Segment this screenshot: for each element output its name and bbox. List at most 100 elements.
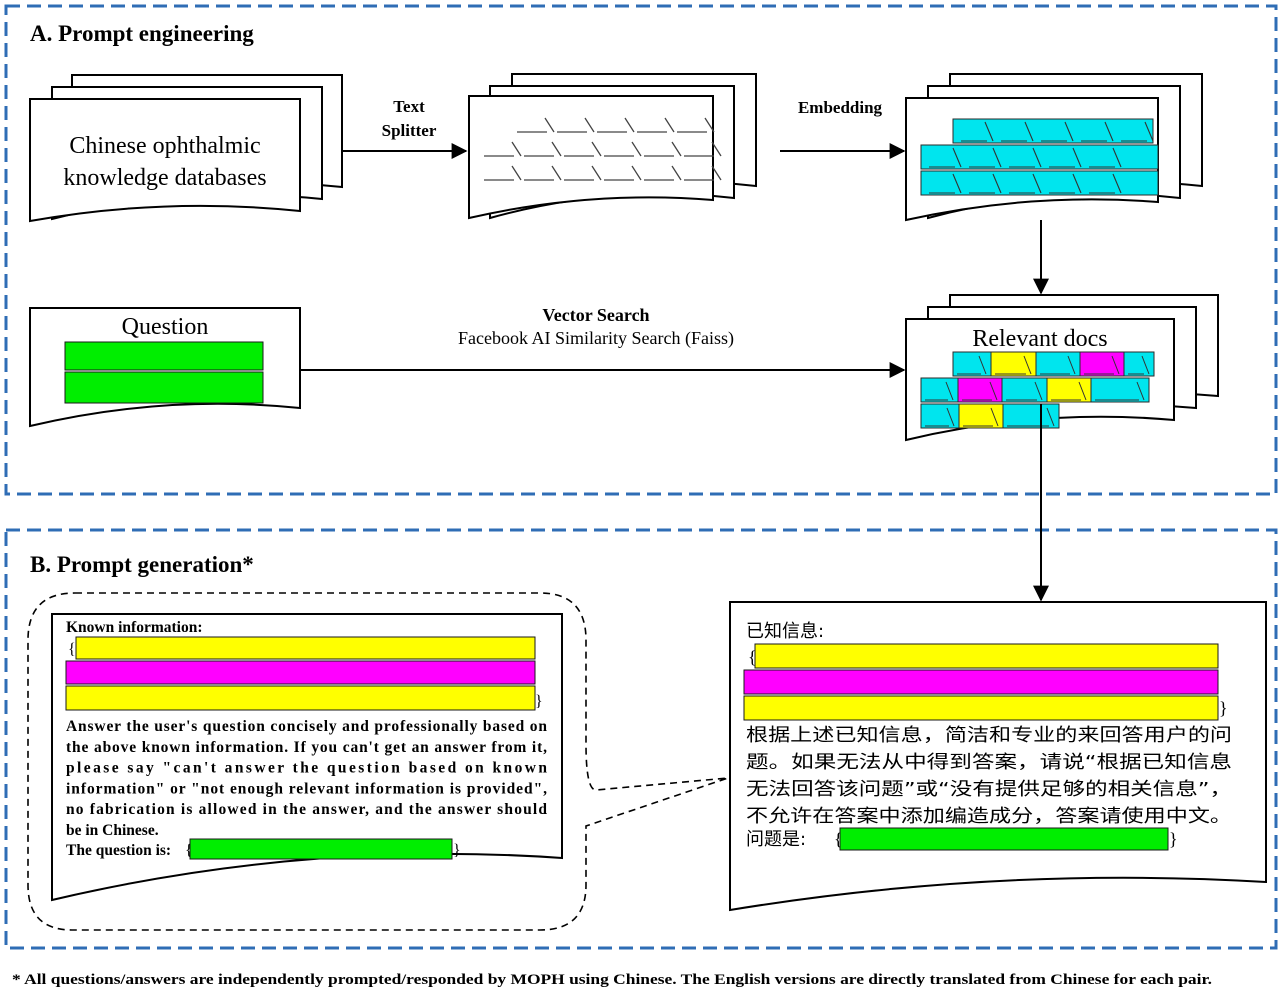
doc-chunk-8 xyxy=(1046,377,1092,403)
relevant-docs-label: Relevant docs xyxy=(972,326,1107,352)
doc-chunk-stroke-3 xyxy=(1084,355,1120,375)
doc-chunk-9 xyxy=(1090,377,1150,403)
embedding-stroke-2-4 xyxy=(1089,173,1122,194)
en-instruction-text: Answer the user's question concisely and… xyxy=(66,718,547,839)
embedding-stroke-1-4 xyxy=(1089,147,1122,168)
doc-chunk-stroke-5 xyxy=(925,381,954,401)
zh-question-label: 问题是: xyxy=(746,829,806,850)
embedding-stroke-1-2 xyxy=(1009,147,1042,168)
zh-close-brace: } xyxy=(1219,698,1228,718)
doc-chunk-11 xyxy=(958,403,1004,429)
faiss-label: Facebook AI Similarity Search (Faiss) xyxy=(458,328,734,349)
doc-chunk-4 xyxy=(1123,351,1155,377)
en-info-bar-magenta xyxy=(65,660,536,685)
doc-chunk-3 xyxy=(1079,351,1125,377)
footnote: * All questions/answers are independentl… xyxy=(12,972,1212,988)
section-b-title: B. Prompt generation* xyxy=(30,552,254,577)
chunk-stroke-0-2 xyxy=(597,117,635,133)
translation-callout-bubble xyxy=(27,592,729,931)
chunk-stroke-2-5 xyxy=(684,165,722,181)
kb-label-line2: knowledge databases xyxy=(63,165,266,191)
doc-chunk-stroke-10 xyxy=(925,407,955,427)
chunk-stroke-2-3 xyxy=(604,165,642,181)
doc-chunk-1 xyxy=(990,351,1037,377)
doc-chunk-stroke-0 xyxy=(957,355,987,375)
chunk-stroke-2-0 xyxy=(484,165,522,181)
en-question-open-brace: { xyxy=(185,842,193,859)
chunk-stroke-0-3 xyxy=(637,117,675,133)
embedding-stroke-2-2 xyxy=(1009,173,1042,194)
section-b-frame xyxy=(4,528,1278,950)
doc-chunk-stroke-4 xyxy=(1128,355,1150,375)
en-known-info-label: Known information: xyxy=(66,619,203,636)
en-instruction-line: Answer the user's question concisely and… xyxy=(66,718,547,735)
kb-label-line1: Chinese ophthalmic xyxy=(69,133,260,159)
knowledge-database-stack xyxy=(29,74,343,223)
zh-instruction-line: 不允许在答案中添加编造成分，答案请使用中文。 xyxy=(746,806,1232,827)
en-question-label: The question is: xyxy=(66,842,171,859)
doc-chunk-2 xyxy=(1035,351,1081,377)
embedding-vectors xyxy=(920,118,1159,196)
embedding-stroke-2-1 xyxy=(969,173,1002,194)
doc-chunk-stroke-9 xyxy=(1095,381,1145,401)
embedding-stroke-0-4 xyxy=(1121,121,1154,142)
doc-chunk-stroke-11 xyxy=(963,407,999,427)
zh-instruction-line: 题。如果无法从中得到答案，请说“根据已知信息 xyxy=(746,752,1232,773)
zh-info-bar-yellow-1 xyxy=(754,643,1219,669)
chunk-stroke-1-2 xyxy=(564,141,602,157)
en-info-bar-yellow-2 xyxy=(65,685,536,711)
doc-chunk-stroke-6 xyxy=(962,381,998,401)
chunk-stroke-2-4 xyxy=(644,165,682,181)
en-instruction-line: the above known information. If you can'… xyxy=(66,739,547,756)
chunk-stroke-1-3 xyxy=(604,141,642,157)
chunk-stroke-1-0 xyxy=(484,141,522,157)
zh-instruction-text: 根据上述已知信息，简洁和专业的来回答用户的问题。如果无法从中得到答案，请说“根据… xyxy=(746,725,1232,827)
text-splitter-label-1: Text xyxy=(393,97,425,116)
embedding-stroke-0-2 xyxy=(1041,121,1074,142)
embedding-stroke-1-3 xyxy=(1049,147,1082,168)
en-close-brace: } xyxy=(535,693,543,710)
chunk-stroke-1-5 xyxy=(684,141,722,157)
embedding-row-0 xyxy=(952,118,1154,144)
zh-instruction-line: 根据上述已知信息，简洁和专业的来回答用户的问 xyxy=(746,725,1232,746)
text-chunk-strokes xyxy=(484,117,722,181)
text-splitter-label-2: Splitter xyxy=(382,121,437,140)
text-chunks-stack xyxy=(468,73,757,220)
chunk-stroke-1-4 xyxy=(644,141,682,157)
zh-info-bar-yellow-2 xyxy=(743,695,1219,721)
doc-chunk-6 xyxy=(957,377,1003,403)
embedding-stroke-1-0 xyxy=(929,147,962,168)
embedding-stroke-0-1 xyxy=(1001,121,1034,142)
zh-question-bar xyxy=(839,827,1169,851)
embedding-stroke-2-3 xyxy=(1049,173,1082,194)
en-open-brace: { xyxy=(68,641,76,658)
zh-question-close-brace: } xyxy=(1169,829,1178,849)
doc-chunk-stroke-1 xyxy=(995,355,1032,375)
en-instruction-line: please say "can't answer the question ba… xyxy=(66,760,547,777)
relevant-doc-chunks xyxy=(920,351,1155,429)
zh-open-brace: { xyxy=(748,647,757,667)
chunk-stroke-0-1 xyxy=(557,117,595,133)
en-question-close-brace: } xyxy=(453,842,461,859)
en-instruction-line: be in Chinese. xyxy=(66,822,159,839)
en-info-bar-yellow-1 xyxy=(75,636,536,660)
doc-chunk-stroke-8 xyxy=(1051,381,1087,401)
zh-question-open-brace: { xyxy=(834,829,843,849)
zh-instruction-line: 无法回答该问题”或“没有提供足够的相关信息”， xyxy=(746,779,1232,800)
chunk-stroke-0-4 xyxy=(677,117,715,133)
section-a-frame xyxy=(4,4,1278,496)
doc-chunk-7 xyxy=(1001,377,1048,403)
chunk-stroke-1-1 xyxy=(524,141,562,157)
zh-known-info-label: 已知信息: xyxy=(746,621,824,642)
embedding-label: Embedding xyxy=(798,98,883,117)
embedding-stroke-2-0 xyxy=(929,173,962,194)
embedding-stroke-1-1 xyxy=(969,147,1002,168)
chunk-stroke-2-2 xyxy=(564,165,602,181)
en-instruction-line: no fabrication is allowed in the answer,… xyxy=(66,801,547,818)
question-label: Question xyxy=(122,314,209,340)
doc-chunk-stroke-7 xyxy=(1006,381,1043,401)
chunk-stroke-0-0 xyxy=(517,117,555,133)
en-question-bar xyxy=(189,838,453,860)
embedding-stroke-0-3 xyxy=(1081,121,1114,142)
